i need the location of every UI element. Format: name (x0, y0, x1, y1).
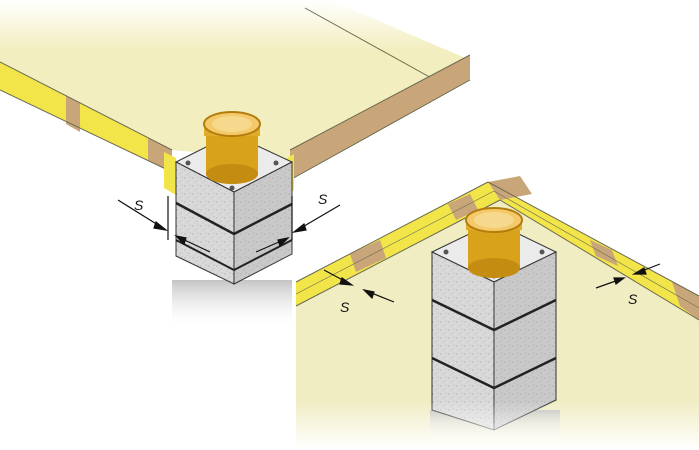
chimney-block-bottom-view (430, 221, 558, 431)
left-edge-strip (0, 62, 172, 172)
dim-label-top-left: S (134, 197, 144, 213)
bottom-fade (296, 400, 699, 450)
top-view: S S (0, 0, 699, 330)
left-edge-bottom (0, 89, 173, 173)
top-fade (0, 0, 699, 50)
dimension-arrow-bottom-right (595, 263, 661, 289)
block-joint-1 (175, 201, 293, 236)
left-beam-band (296, 182, 500, 306)
flue-pipe-icon-b (465, 207, 523, 278)
dimension-arrow-top-right (255, 196, 341, 253)
dimension-arrow-top-left (117, 196, 211, 253)
right-beam-wood-2 (590, 240, 618, 266)
right-beam-wood-3 (672, 282, 699, 320)
bottom-view: S S (295, 176, 699, 450)
right-edge-line (289, 54, 471, 151)
sheet-seam (304, 7, 436, 81)
left-edge-line (0, 61, 173, 151)
block-joint-b1 (431, 298, 557, 332)
left-beam-wood-1 (350, 240, 386, 272)
right-edge-bottom (289, 79, 471, 181)
block-joint-2 (175, 239, 293, 272)
chimney-shadow-top (172, 280, 292, 330)
dim-label-bottom-right: S (628, 291, 638, 307)
flue-pipe-icon (203, 111, 261, 184)
dim-label-bottom-left: S (340, 299, 350, 315)
dim-label-top-right: S (318, 191, 328, 207)
chimney-block-top-view (174, 133, 294, 285)
right-edge-strip (290, 55, 470, 180)
insulation-corner-left (164, 152, 176, 195)
block-joint-b2 (431, 356, 557, 390)
dimension-arrow-bottom-left (323, 269, 395, 303)
right-beam-band (488, 182, 699, 320)
